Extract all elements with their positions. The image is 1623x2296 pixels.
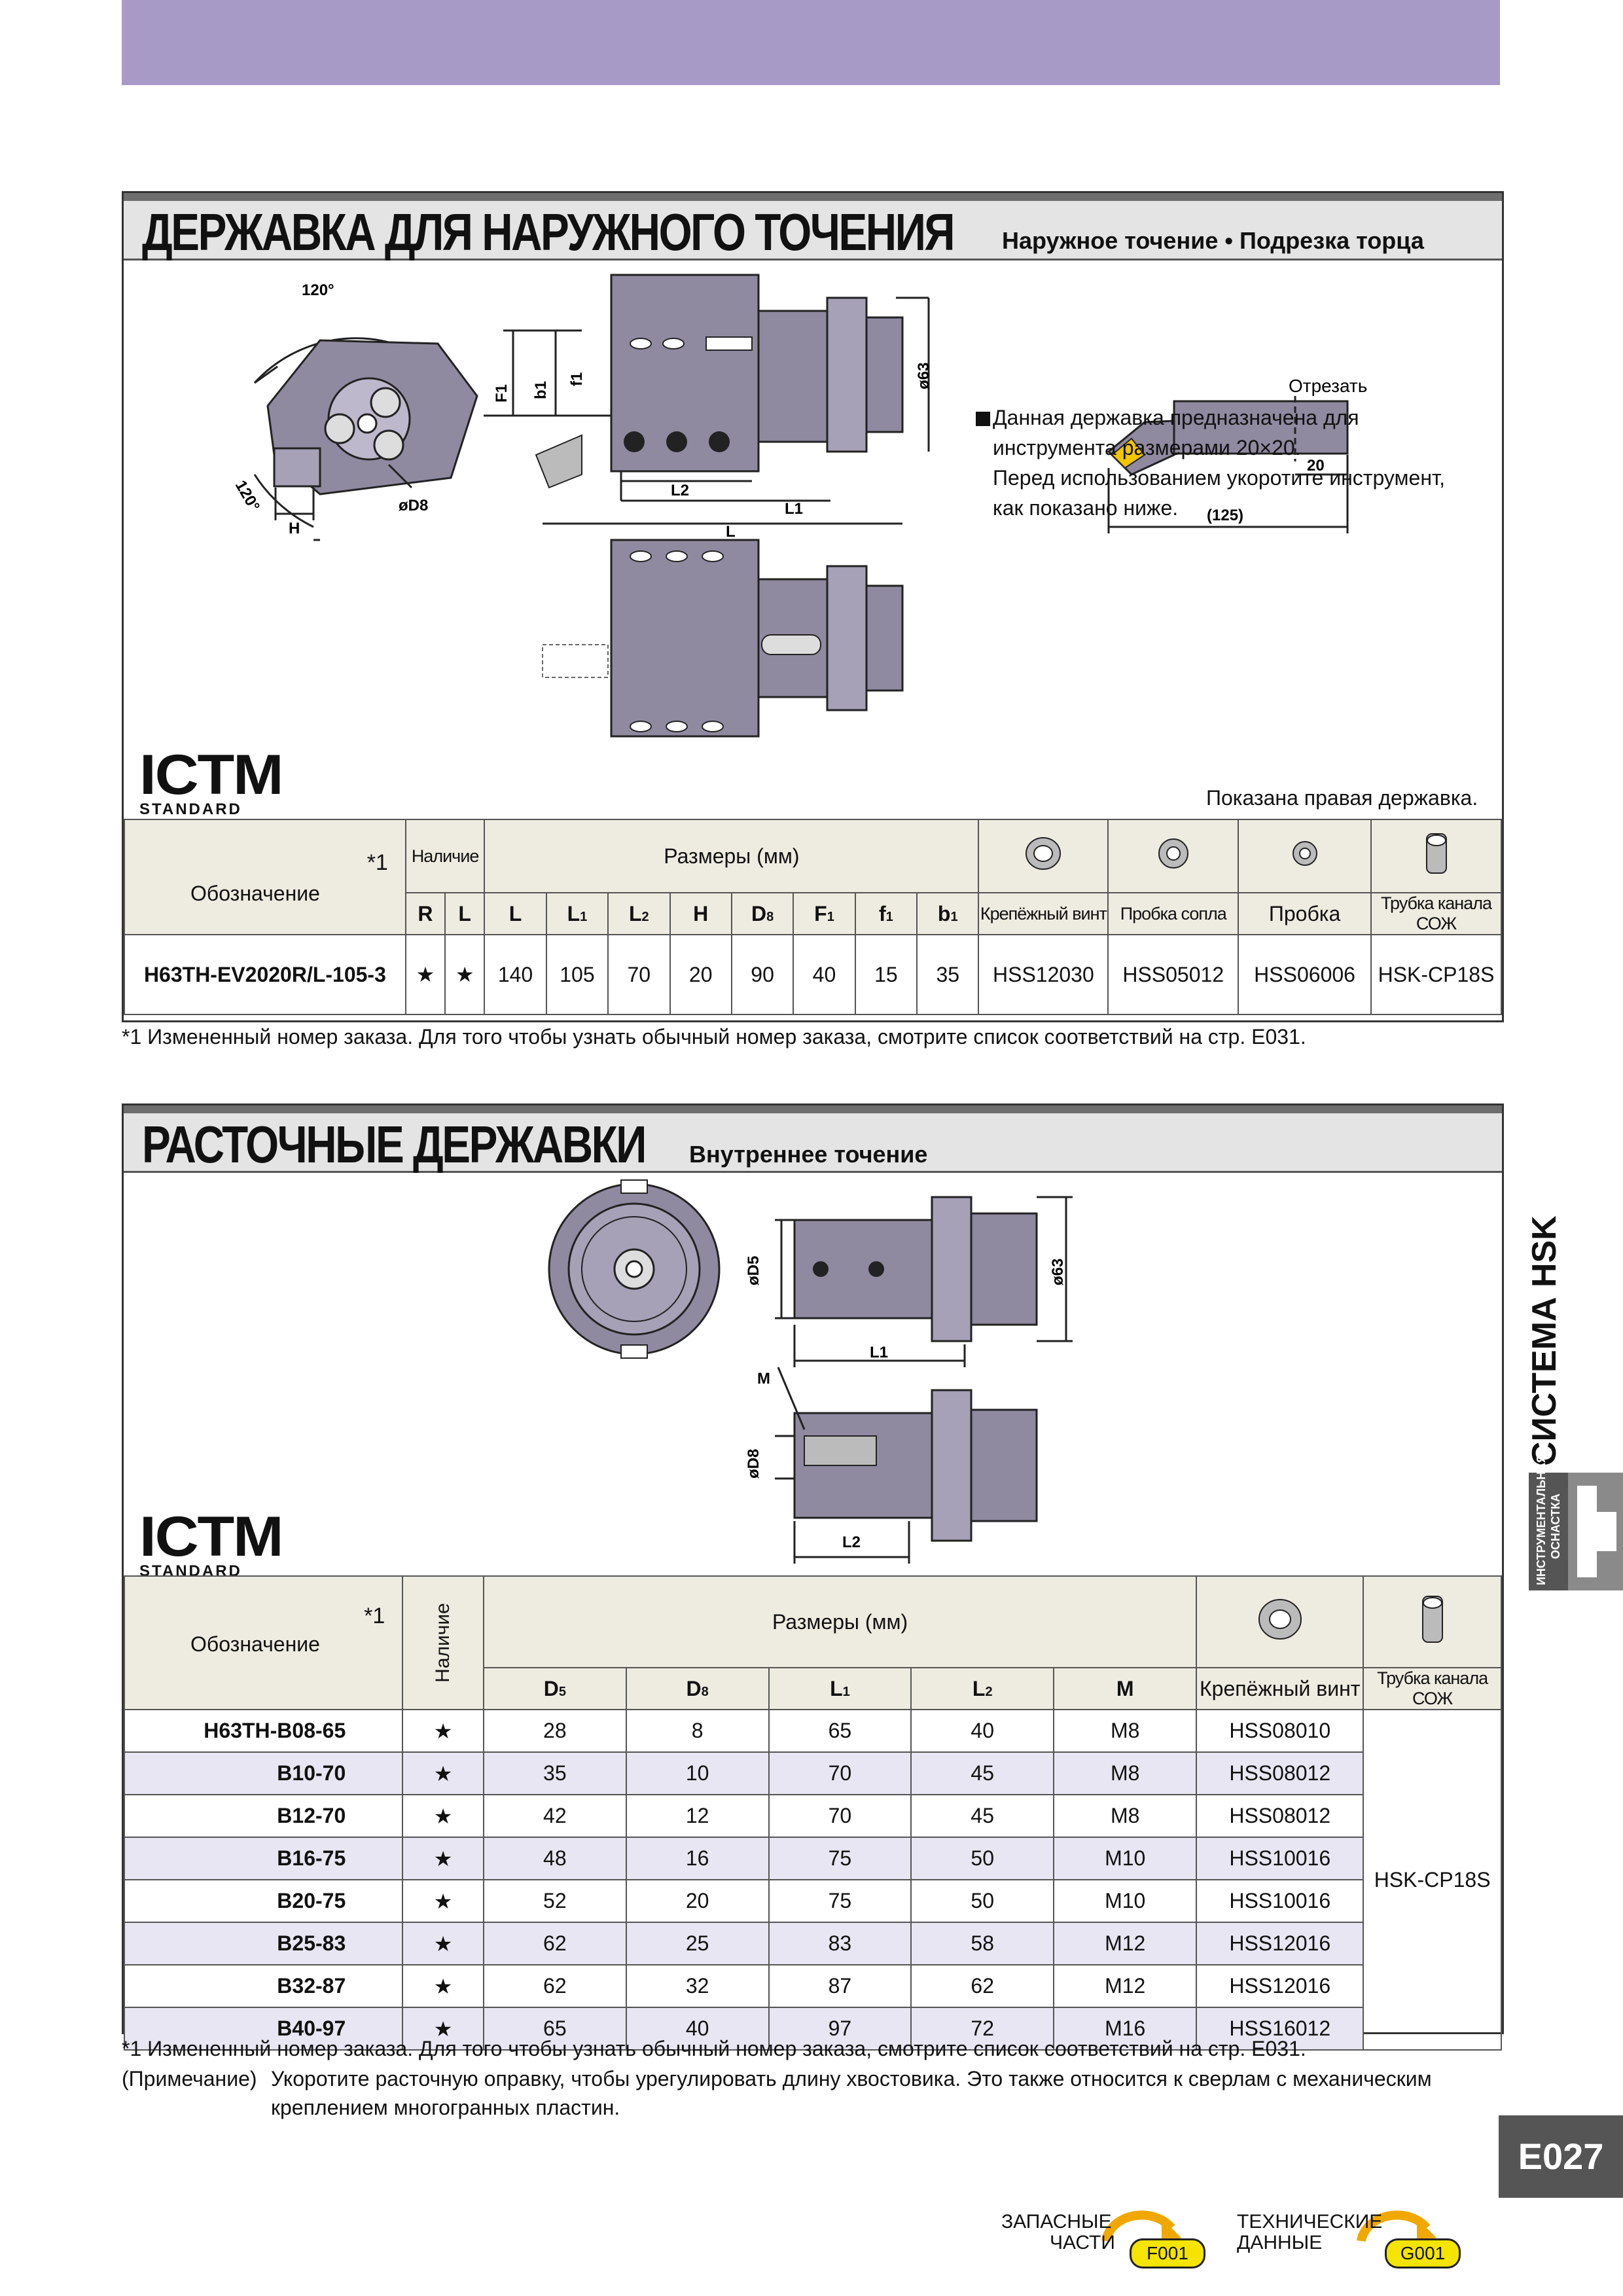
note-block: Данная державка предназначена для инстру…	[976, 403, 1445, 523]
curved-arrow-icon	[1357, 2210, 1436, 2244]
section-header: РАСТОЧНЫЕ ДЕРЖАВКИ Внутреннее точение	[124, 1105, 1502, 1174]
plug-icon	[1238, 819, 1372, 893]
section-view-boring	[775, 1367, 1038, 1564]
section-subtitle: Внутреннее точение	[689, 1141, 928, 1168]
L2-label: L2	[842, 1534, 861, 1551]
table-row: B16-75 ★ 48 16 75 50 M10 HSS10016	[123, 1837, 1501, 1880]
availability-header: Наличие	[402, 1575, 484, 1710]
availability-header: Наличие	[404, 819, 486, 893]
screw-icon	[978, 819, 1109, 893]
d63-label: ø63	[915, 363, 933, 389]
M-label: M	[757, 1370, 770, 1388]
side-view	[484, 274, 930, 525]
b1-label: b1	[532, 381, 550, 399]
d5-label: øD5	[745, 1256, 762, 1285]
spare-parts-link[interactable]: ЗАПАСНЫЕ ЧАСТИ F001	[1001, 2202, 1217, 2280]
tech-data-ref-badge: G001	[1385, 2238, 1461, 2269]
designation-header: *1 Обозначение	[124, 819, 406, 935]
L1-label: L1	[785, 500, 803, 518]
top-view	[542, 539, 904, 738]
boring-holder-drawing: øD5 ø63 L1 M øD8 L2	[548, 1179, 1073, 1564]
nozzle-plug-icon	[1107, 819, 1240, 893]
side-tab-subtitle: ИНСТРУМЕНТАЛЬНАЯ ОСНАСТКА	[1529, 1454, 1568, 1590]
square-bullet-icon	[976, 412, 990, 426]
page-number: E027	[1499, 2115, 1623, 2198]
boring-holder-table: *1 Обозначение Наличие Размеры (мм) D5 D…	[123, 1575, 1502, 2051]
holder-drawing: 120° 120° H øD8	[232, 274, 1367, 738]
table-row: B40-97 ★ 65 40 97 72 M16 HSS16012	[123, 2007, 1501, 2051]
angle-label-top: 120°	[302, 281, 334, 299]
boring-holders-section: РАСТОЧНЫЕ ДЕРЖАВКИ Внутреннее точение	[122, 1103, 1504, 2051]
ictm-logo: ICTM STANDARD	[139, 744, 284, 818]
remark-line-1: Укоротите расточную оправку, чтобы урегу…	[271, 2067, 1432, 2090]
section-subtitle: Наружное точение • Подрезка торца	[1002, 227, 1424, 254]
front-view	[253, 337, 478, 541]
coolant-tube-cell: HSK-CP18S	[1363, 1709, 1502, 2051]
remark-label: (Примечание)	[122, 2067, 257, 2090]
spare-parts-ref-badge: F001	[1130, 2238, 1205, 2269]
table-row: B20-75 ★ 52 20 75 50 M10 HSS10016	[123, 1879, 1501, 1923]
footnote-1: *1 Измененный номер заказа. Для того что…	[122, 1025, 1306, 1049]
d63-label: ø63	[1049, 1259, 1067, 1285]
section-title: ДЕРЖАВКА ДЛЯ НАРУЖНОГО ТОЧЕНИЯ	[142, 203, 955, 261]
total-dimension: (125)	[1207, 507, 1243, 524]
section-header: ДЕРЖАВКА ДЛЯ НАРУЖНОГО ТОЧЕНИЯ Наружное …	[124, 193, 1502, 261]
external-holder-table: *1 Обозначение Наличие Размеры (мм) R L …	[124, 819, 1502, 1015]
dimensions-header: Размеры (мм)	[484, 819, 980, 893]
h-label: H	[289, 520, 300, 537]
d8-label: øD8	[399, 497, 428, 514]
angle-label-left: 120°	[232, 478, 263, 514]
f1-label: f1	[568, 372, 586, 386]
coolant-tube-icon	[1363, 1575, 1502, 1668]
table-row: H63TH-EV2020R/L-105-3 ★ ★ 140 105 70 20 …	[124, 934, 1502, 1015]
L-label: L	[726, 523, 736, 541]
side-tab-title: СИСТЕМА HSK	[1525, 1215, 1563, 1466]
footnote-2: *1 Измененный номер заказа. Для того что…	[122, 2037, 1306, 2060]
L2-label: L2	[671, 482, 689, 499]
table-row: B25-83 ★ 62 25 83 58 M12 HSS12016	[123, 1922, 1501, 1965]
table-row: B10-70 ★ 35 10 70 45 M8 HSS08012	[123, 1751, 1501, 1795]
ictm-logo: ICTM STANDARD	[139, 1505, 284, 1580]
F1-label: F1	[493, 384, 510, 403]
L1-label: L1	[870, 1344, 888, 1361]
hsk-tab-graphic	[1568, 1473, 1623, 1590]
designation-header: *1 Обозначение	[123, 1575, 404, 1710]
cut-dimension: 20	[1307, 457, 1325, 475]
table-row: B12-70 ★ 42 12 70 45 M8 HSS08012	[123, 1794, 1501, 1838]
front-view-circle	[548, 1179, 721, 1359]
tech-data-link[interactable]: ТЕХНИЧЕСКИЕ ДАННЫЕ G001	[1230, 2202, 1479, 2280]
coolant-tube-icon	[1370, 819, 1502, 893]
table-row: B32-87 ★ 62 32 87 62 M12 HSS12016	[123, 1964, 1501, 2008]
side-view-boring	[775, 1196, 1073, 1367]
shown-caption: Показана правая державка.	[1206, 786, 1478, 810]
section-title: РАСТОЧНЫЕ ДЕРЖАВКИ	[142, 1115, 647, 1174]
dimensions-header: Размеры (мм)	[482, 1575, 1198, 1668]
cut-sketch	[1107, 396, 1349, 533]
table-row: H63TH-B08-65 ★ 28 8 65 40 M8 HSS08010 HS…	[123, 1709, 1502, 2051]
cut-label: Отрезать	[1289, 376, 1367, 396]
remark-line-2: креплением многогранных пластин.	[271, 2096, 620, 2119]
d8-label: øD8	[745, 1449, 762, 1479]
curved-arrow-icon	[1101, 2210, 1181, 2244]
screw-icon	[1196, 1575, 1364, 1668]
external-turning-section: ДЕРЖАВКА ДЛЯ НАРУЖНОГО ТОЧЕНИЯ Наружное …	[122, 191, 1504, 1022]
top-color-bar	[122, 0, 1500, 85]
